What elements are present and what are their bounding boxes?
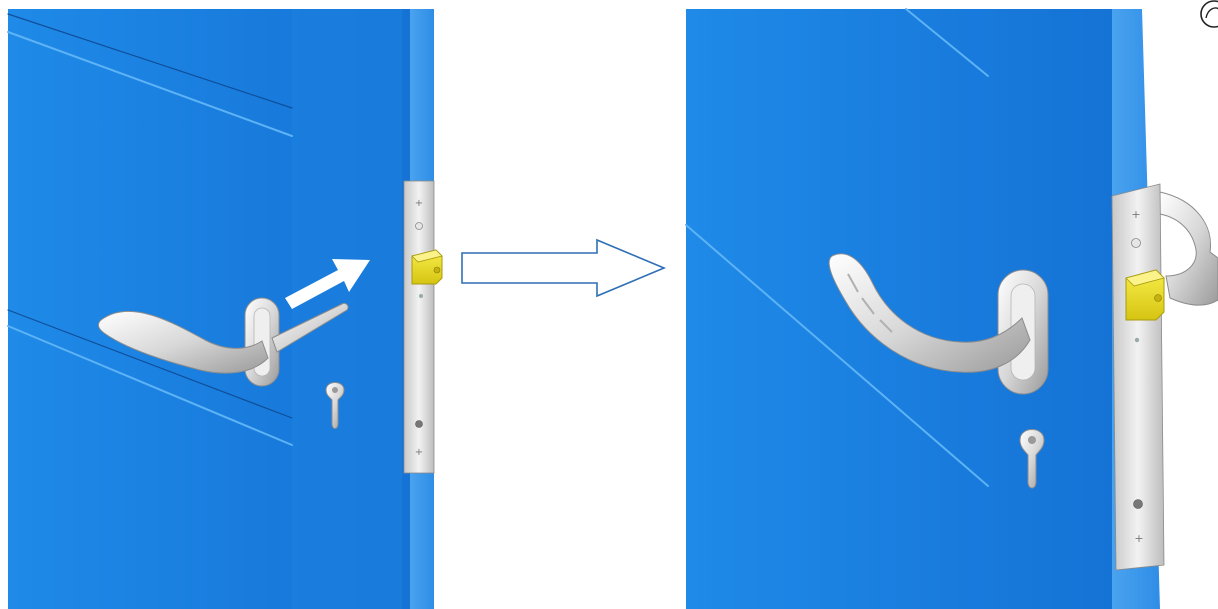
outline-right-arrow — [462, 240, 664, 296]
svg-text:+: + — [1134, 532, 1143, 545]
panel-before: + + — [8, 9, 442, 609]
panel-after: + + — [686, 9, 1218, 609]
rear-lever-handle — [1160, 192, 1218, 305]
latch-bolt — [1126, 270, 1164, 320]
partial-circle-icon — [1201, 1, 1218, 27]
latch-bolt — [412, 250, 442, 284]
svg-text:+: + — [1131, 208, 1140, 221]
lock-faceplate: + + — [404, 181, 434, 473]
lock-faceplate: + + — [1112, 184, 1164, 570]
svg-text:+: + — [415, 447, 423, 458]
svg-text:+: + — [415, 198, 423, 209]
